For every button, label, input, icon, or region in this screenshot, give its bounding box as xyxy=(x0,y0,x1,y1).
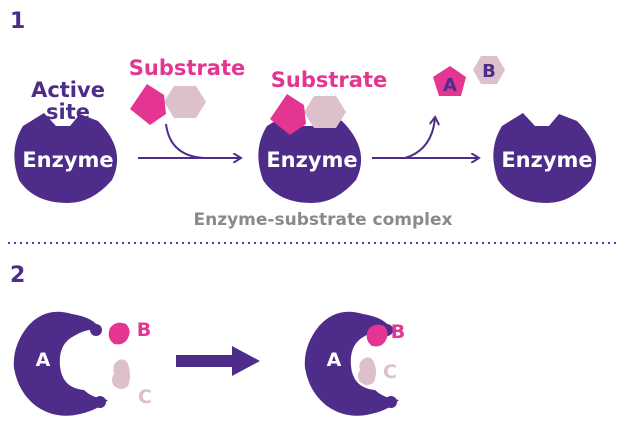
before-molecule-c: C xyxy=(112,359,152,408)
substrate-bound-magenta-pentagon xyxy=(270,94,306,135)
substrate-bound-pink-hexagon xyxy=(304,96,346,128)
after-molecule-c: C xyxy=(358,357,397,385)
enzyme-1: Enzyme xyxy=(14,113,118,203)
product-b: B xyxy=(473,56,505,84)
after-molecule-b: B xyxy=(366,321,405,347)
enzyme-3: Enzyme xyxy=(493,113,597,203)
after-a-label: A xyxy=(327,349,342,371)
panel-2-arrow xyxy=(176,346,260,376)
after-molecule-a: A xyxy=(304,311,399,416)
arrow-binding xyxy=(165,123,240,158)
before-molecule-b: B xyxy=(108,319,151,345)
substrate-1-pink-hexagon xyxy=(164,86,206,118)
complex-caption: Enzyme-substrate complex xyxy=(193,210,452,230)
product-a: A xyxy=(433,66,466,96)
enzyme-2-label: Enzyme xyxy=(266,148,357,172)
arrow-release-branch xyxy=(404,118,435,159)
substrate-1 xyxy=(130,84,206,125)
enzyme-3-label: Enzyme xyxy=(501,148,592,172)
before-molecule-a: A xyxy=(13,311,108,416)
substrate-bound xyxy=(270,94,346,135)
substrate-label-1: Substrate xyxy=(129,56,245,80)
after-b-label: B xyxy=(391,321,405,343)
after-c-label: C xyxy=(383,361,397,383)
substrate-label-2: Substrate xyxy=(271,68,387,92)
active-site-label-line1: Active xyxy=(31,78,105,102)
before-b-label: B xyxy=(137,319,151,341)
panel-1-number: 1 xyxy=(10,9,25,34)
enzyme-2: Enzyme xyxy=(258,113,362,203)
substrate-1-magenta-pentagon xyxy=(130,84,166,125)
panel-2-number: 2 xyxy=(10,263,25,288)
before-c-label: C xyxy=(138,386,152,408)
product-b-label: B xyxy=(482,61,496,82)
enzyme-1-label: Enzyme xyxy=(22,148,113,172)
product-a-label: A xyxy=(443,75,457,96)
before-a-label: A xyxy=(36,349,51,371)
